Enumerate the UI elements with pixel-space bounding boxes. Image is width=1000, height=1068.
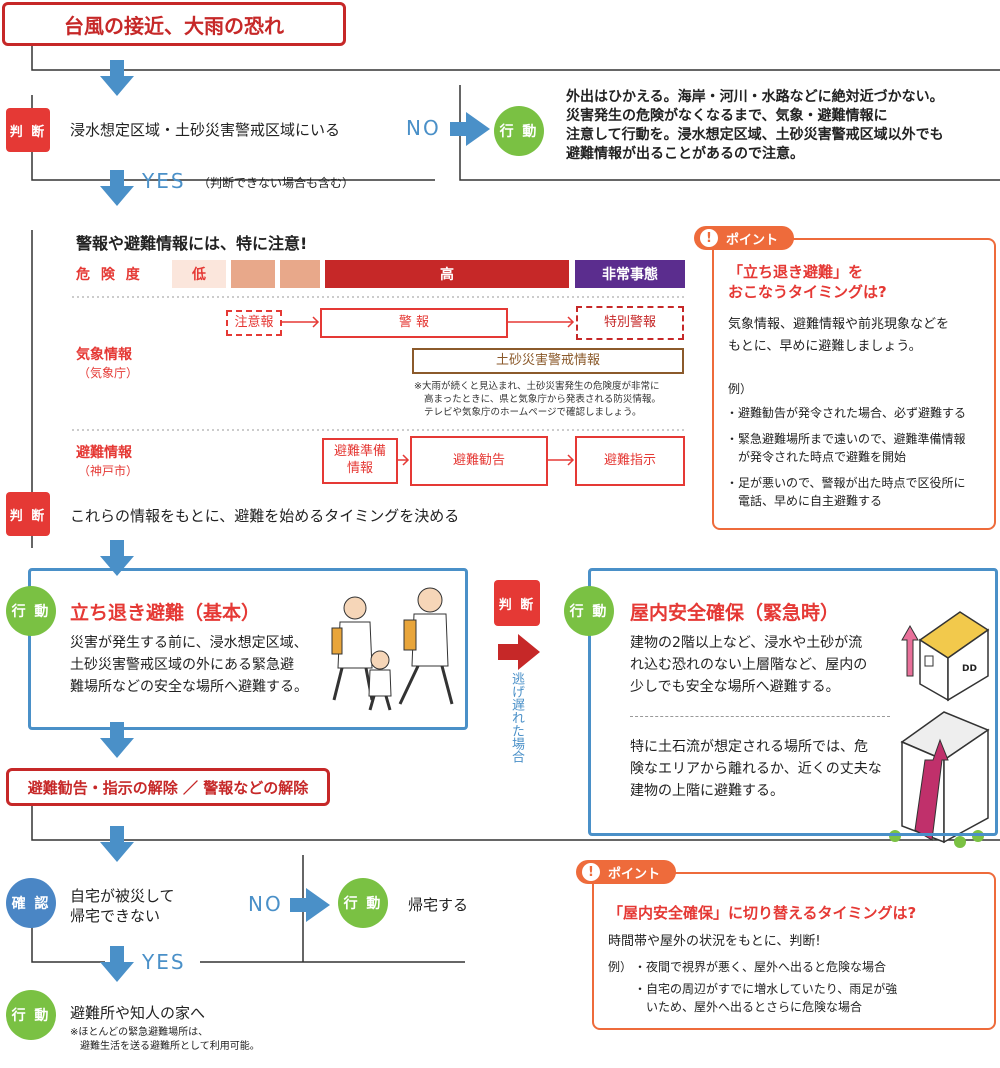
danger-emergency: 非常事態 (575, 260, 685, 288)
danger-low: 低 (172, 260, 226, 288)
point1-title: 「立ち退き避難」をおこなうタイミングは? (728, 263, 887, 301)
danger-label: 危 険 度 (76, 267, 143, 283)
warning-box: 警 報 (320, 308, 508, 338)
final-text: 避難所や知人の家へ (70, 1004, 206, 1022)
go-home-text: 帰宅する (408, 896, 469, 914)
weather-sub: （気象庁） (78, 366, 139, 380)
house-illustration (918, 611, 990, 702)
yes2-label: YES (142, 950, 186, 974)
arrow-up-house (901, 624, 919, 677)
shelter-badge: 行 動 (564, 586, 614, 636)
go-home-badge: 行 動 (338, 878, 388, 928)
action1-text: 外出はひかえる。海岸・河川・水路などに絶対近づかない。 災害発生の危険がなくなる… (566, 89, 944, 162)
final-badge: 行 動 (6, 990, 56, 1040)
evacuate-badge: 行 動 (6, 586, 56, 636)
exclamation-icon: ! (582, 863, 600, 881)
shelter-text1: 建物の2階以上など、浸水や土砂が流れ込む恐れのない上層階など、屋内の少しでも安全… (630, 635, 868, 695)
point2-items: ・夜間で視界が悪く、屋外へ出ると危険な場合 ・自宅の周辺がすでに増水していたり、… (634, 960, 898, 1014)
evac-advice-box: 避難勧告 (410, 436, 548, 486)
danger-mid1 (231, 260, 275, 288)
judge2-badge: 判 断 (6, 492, 50, 536)
point1-body: 気象情報、避難情報や前兆現象などをもとに、早めに避難しましょう。 (728, 317, 950, 354)
special-warning-box: 特別警報 (576, 306, 684, 340)
house-mark: DD (962, 664, 977, 674)
no-label: NO (406, 116, 441, 140)
judge1-text: 浸水想定区域・土砂災害警戒区域にいる (70, 121, 341, 139)
evac-label: 避難情報 (76, 445, 132, 461)
point2-title: 「屋内安全確保」に切り替えるタイミングは? (608, 904, 917, 922)
weather-label: 気象情報 (76, 347, 132, 363)
point2-box (592, 872, 996, 1030)
shelter-text2: 特に土石流が想定される場所では、危険なエリアから離れるか、近くの丈夫な建物の上階… (630, 739, 882, 799)
header-title-box: 台風の接近、大雨の恐れ (2, 2, 346, 46)
building-illustration (889, 711, 990, 848)
header-title: 台風の接近、大雨の恐れ (64, 13, 284, 38)
evac-prep-box: 避難準備情報 (322, 438, 398, 484)
warning-heading: 警報や避難情報には、特に注意! (76, 234, 308, 253)
weather-note: ※大雨が続くと見込まれ、土砂災害発生の危険度が非常に 高まったときに、県と気象庁… (414, 381, 661, 418)
judge2-text: これらの情報をもとに、避難を始めるタイミングを決める (70, 507, 460, 525)
yes-label: YES (142, 169, 186, 193)
shelter-divider (630, 716, 890, 717)
point2-ex: 例） (608, 960, 633, 974)
evacuate-title: 立ち退き避難（基本） (70, 602, 261, 624)
yes-note: （判断できない場合も含む） (198, 176, 355, 190)
mid-judge-badge: 判 断 (494, 580, 540, 626)
evac-sub: （神戸市） (78, 464, 139, 478)
final-note: ※ほとんどの緊急避難場所は、 避難生活を送る避難所として利用可能。 (70, 1027, 260, 1052)
release-title: 避難勧告・指示の解除 ／ 警報などの解除 (27, 778, 309, 797)
danger-high: 高 (325, 260, 569, 288)
evacuate-box (28, 568, 468, 730)
evac-order-box: 避難指示 (575, 436, 685, 486)
no2-label: NO (248, 892, 283, 916)
exclamation-icon: ! (700, 229, 718, 247)
landslide-box: 土砂災害警戒情報 (412, 348, 684, 374)
evacuate-text: 災害が発生する前に、浸水想定区域、土砂災害警戒区域の外にある緊急避難場所などの安… (70, 635, 308, 695)
shelter-title: 屋内安全確保（緊急時） (630, 602, 840, 624)
confirm-text: 自宅が被災して帰宅できない (70, 887, 175, 925)
release-box: 避難勧告・指示の解除 ／ 警報などの解除 (6, 768, 330, 806)
danger-mid2 (280, 260, 320, 288)
action1-badge: 行 動 (494, 106, 544, 156)
point2-tag: !ポイント (576, 860, 676, 884)
point2-body: 時間帯や屋外の状況をもとに、判断! (608, 934, 821, 949)
point1-ex: 例） (728, 382, 753, 396)
advisory-box: 注意報 (226, 310, 282, 336)
red-arrow (498, 634, 540, 670)
people-illustration (331, 587, 454, 711)
down-arrows (100, 60, 490, 982)
judge1-badge: 判 断 (6, 108, 50, 152)
mid-judge-vertical: 逃げ遅れた場合 (509, 672, 524, 763)
point1-items: ・避難勧告が発令された場合、必ず避難する ・緊急避難場所まで遠いので、避難準備情… (726, 406, 967, 508)
confirm-badge: 確 認 (6, 878, 56, 928)
point1-tag: !ポイント (694, 226, 794, 250)
point1-box (712, 238, 996, 530)
shelter-box (588, 568, 998, 836)
